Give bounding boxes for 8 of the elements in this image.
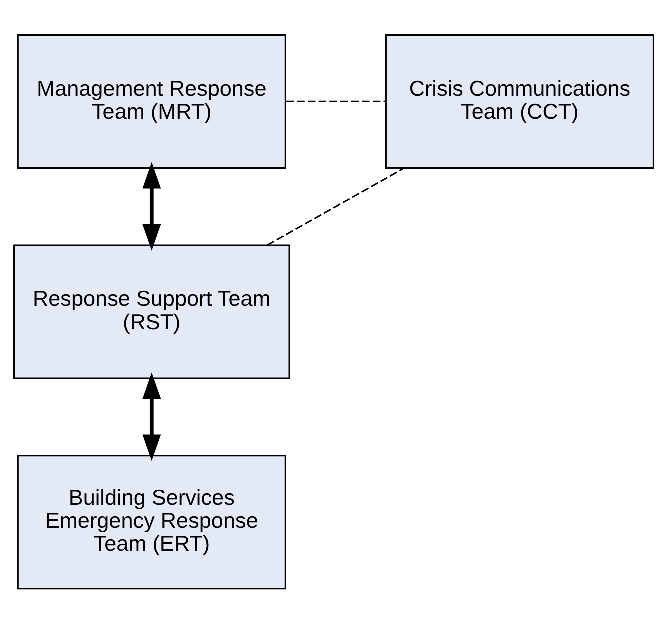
node-box: Crisis Communications Team (CCT) [385,34,654,168]
connector [286,100,386,102]
arrow [142,162,162,250]
connector [267,167,405,246]
node-box: Response Support Team (RST) [14,244,290,379]
arrow [142,372,162,461]
node-box: Building Services Emergency Response Team (ERT) [17,454,286,590]
node-box: Management Response Team (MRT) [17,34,286,168]
